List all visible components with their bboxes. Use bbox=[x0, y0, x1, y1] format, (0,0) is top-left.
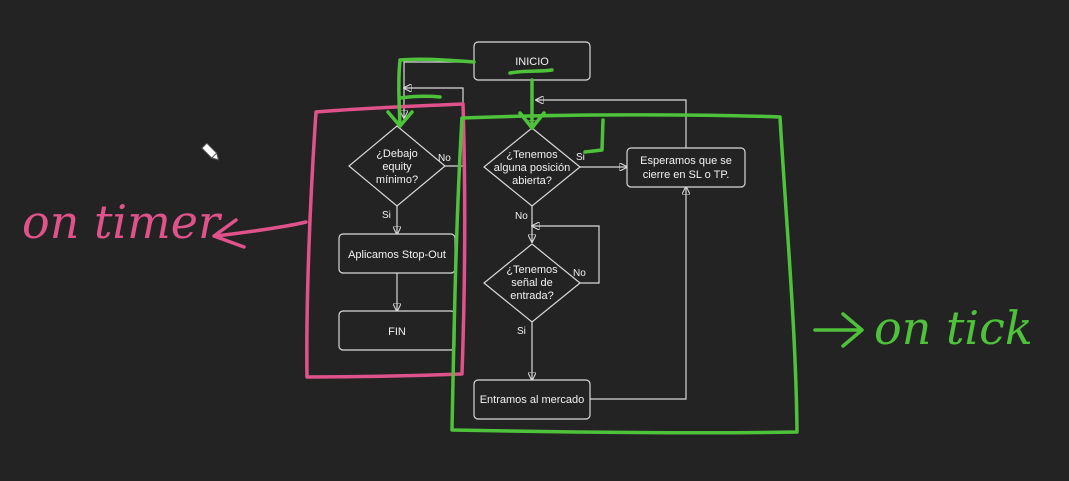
green-left-arrowhead bbox=[386, 110, 414, 128]
esperamos-line-2: cierre en SL o TP. bbox=[643, 169, 730, 181]
on-tick-annotation: on tick bbox=[874, 301, 1033, 355]
fin-label: FIN bbox=[388, 326, 406, 338]
pink-box bbox=[305, 102, 467, 379]
green-center-arrowhead bbox=[518, 111, 546, 130]
esperamos-node bbox=[626, 147, 746, 188]
posicion-decision-node bbox=[483, 127, 581, 207]
senal-si-label: Si bbox=[517, 326, 526, 337]
entramos-label: Entramos al mercado bbox=[480, 394, 585, 406]
edge-entramos-esperamos bbox=[590, 187, 686, 400]
senal-line-1: ¿Tenemos bbox=[506, 264, 558, 276]
posicion-line-3: abierta? bbox=[512, 175, 552, 187]
inicio-label: INICIO bbox=[515, 56, 549, 68]
senal-decision-node bbox=[483, 243, 581, 323]
senal-no-label: No bbox=[573, 268, 586, 279]
senal-line-2: señal de bbox=[511, 277, 553, 289]
green-annotation bbox=[386, 57, 864, 435]
edge-esperamos-loop bbox=[536, 100, 687, 148]
senal-line-3: entrada? bbox=[510, 290, 553, 302]
equity-line-2: equity bbox=[382, 161, 412, 173]
esperamos-line-1: Esperamos que se bbox=[640, 155, 732, 167]
posicion-line-1: ¿Tenemos bbox=[506, 149, 558, 161]
entramos-node bbox=[473, 379, 591, 420]
green-tick-mark bbox=[583, 118, 605, 154]
equity-decision-node bbox=[348, 125, 446, 207]
green-inicio-underline bbox=[508, 68, 554, 75]
pink-arrow-head bbox=[212, 218, 246, 249]
edge-labels: No Si Si No No Si bbox=[382, 152, 586, 337]
aplicamos-label: Aplicamos Stop-Out bbox=[348, 249, 446, 261]
edge-senal-no bbox=[532, 226, 600, 284]
node-texts: INICIO ¿Debajo equity mínimo? Aplicamos … bbox=[348, 56, 732, 406]
on-timer-annotation: on timer bbox=[22, 195, 223, 249]
posicion-no-label: No bbox=[515, 211, 528, 222]
equity-line-1: ¿Debajo bbox=[376, 148, 418, 160]
posicion-line-2: alguna posición bbox=[494, 162, 570, 174]
nodes bbox=[338, 41, 746, 420]
pink-annotation bbox=[212, 102, 467, 379]
green-left-connector bbox=[397, 57, 476, 128]
pencil-cursor-icon bbox=[201, 142, 220, 161]
green-box bbox=[450, 113, 799, 435]
equity-si-label: Si bbox=[382, 210, 391, 221]
equity-line-3: mínimo? bbox=[376, 174, 418, 186]
pink-arrow-line bbox=[214, 220, 308, 238]
green-arrow-head bbox=[841, 312, 864, 348]
green-equity-top bbox=[398, 94, 442, 100]
equity-no-label: No bbox=[438, 153, 451, 164]
posicion-si-label: Si bbox=[576, 152, 585, 163]
